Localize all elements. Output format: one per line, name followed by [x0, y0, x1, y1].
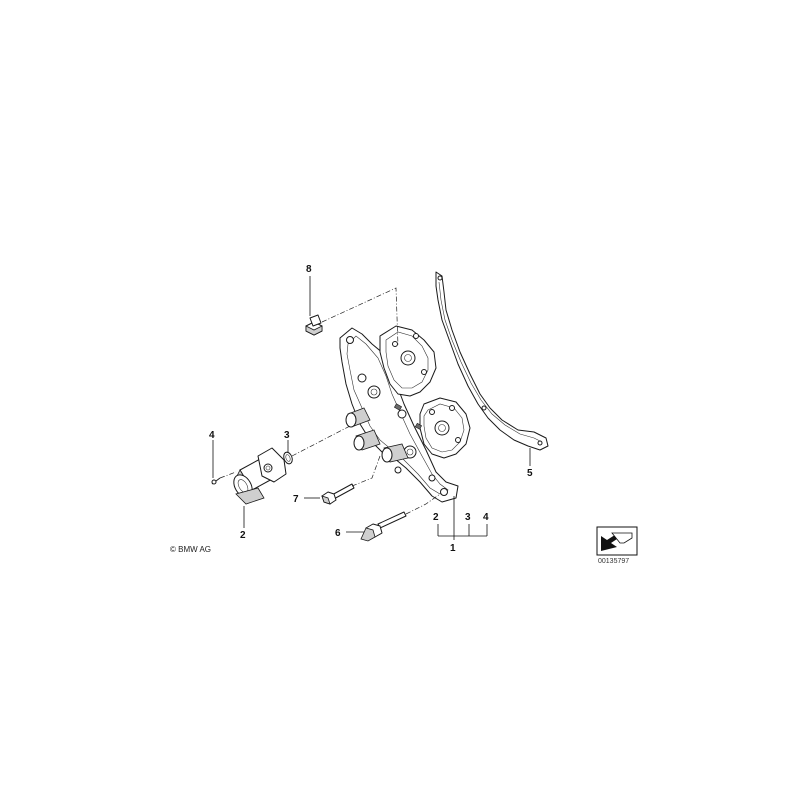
part-6-bolt[interactable] [360, 511, 407, 542]
part-7-bolt[interactable] [321, 483, 355, 505]
direction-arrow-icon [596, 526, 638, 556]
callout-3-group: 3 [465, 512, 471, 523]
callout-8: 8 [306, 264, 312, 275]
part-5-gasket[interactable] [435, 271, 549, 451]
callout-5: 5 [527, 468, 533, 479]
callout-2-group: 2 [433, 512, 439, 523]
copyright-notice: © BMW AG [170, 545, 212, 554]
assembly-line-8 [321, 287, 399, 347]
callout-1: 1 [450, 543, 456, 554]
part-4-screw[interactable] [211, 477, 221, 485]
assembly-line-4 [219, 471, 237, 479]
part-3-o-ring[interactable] [282, 451, 294, 465]
assembly-line-3 [291, 425, 351, 457]
part-8-bolt[interactable] [305, 314, 323, 336]
callout-4-group: 4 [483, 512, 489, 523]
callout-3-part: 3 [284, 430, 290, 441]
part-2-solenoid-valve[interactable] [230, 447, 287, 505]
diagram-id: 00135797 [598, 558, 630, 565]
callout-6: 6 [335, 528, 341, 539]
main-housing[interactable] [339, 325, 471, 503]
callout-7: 7 [293, 494, 299, 505]
callout-2-part: 2 [240, 530, 246, 541]
solenoid-middle [353, 429, 381, 451]
assembly-line-7 [351, 455, 381, 487]
callout-4-part: 4 [209, 430, 215, 441]
assembly-line-6 [405, 493, 441, 515]
solenoid-lower [381, 443, 409, 463]
solenoid-upper [345, 407, 371, 428]
